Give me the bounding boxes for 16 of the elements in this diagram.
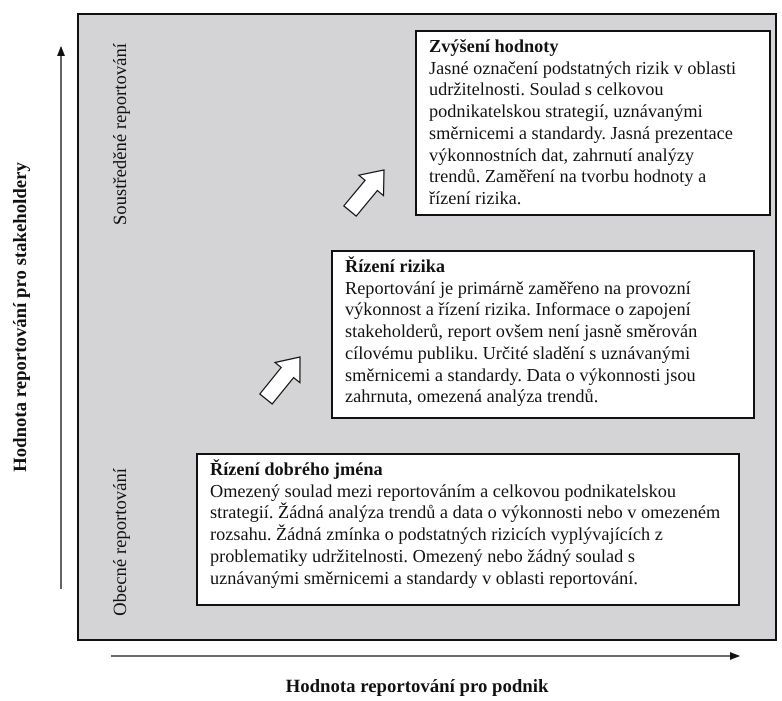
level-label: Soustředěné reportování — [110, 43, 132, 226]
box-heading: Řízení rizika — [345, 256, 446, 278]
text-box — [331, 250, 755, 419]
box-description: Jasné označení podstatných rizik v oblasti udržitelnosti. Soulad s celkovou podnikatelskou strategií, uznávanými směrnicemi a standardy. Jasná prezentace výkonnostních dat, zahrnutí analýzy trendů. Zaměření na tvorbu hodnoty a řízení rizika. — [429, 58, 738, 210]
box-description: Reportování je primárně zaměřeno na provozní výkonnost a řízení rizika. Informace o zapojení stakeholderů, report ovšem není jasně směrován cílovému publiku. Určité sladění s uznávanými směrnicemi a standardy. Data o výkonnosti jsou zahrnuta, omezená analýza trendů. — [345, 278, 698, 408]
box-heading: Zvýšení hodnoty — [429, 36, 560, 58]
level-label: Obecné reportování — [110, 468, 132, 616]
axis-label: Hodnota reportování pro podnik — [286, 676, 548, 698]
text-box — [196, 453, 740, 606]
box-heading: Řízení dobrého jména — [210, 459, 384, 481]
box-description: Omezený soulad mezi reportováním a celkovou podnikatelskou strategií. Žádná analýza trendů a data o výkonnosti nebo v omezeném rozsahu. Žádná zmínka o podstatných rizicích vyplývajících z problematiky udržitelnosti. Omezený nebo žádný soulad s uznávanými směrnicemi a standardy v oblasti reportování. — [210, 480, 722, 590]
block-arrow — [258, 356, 301, 405]
block-arrow — [342, 169, 385, 217]
axis-label: Hodnota reportování pro stakeholdery — [10, 162, 32, 472]
quadrant-panel — [77, 13, 777, 641]
text-box — [415, 30, 771, 216]
